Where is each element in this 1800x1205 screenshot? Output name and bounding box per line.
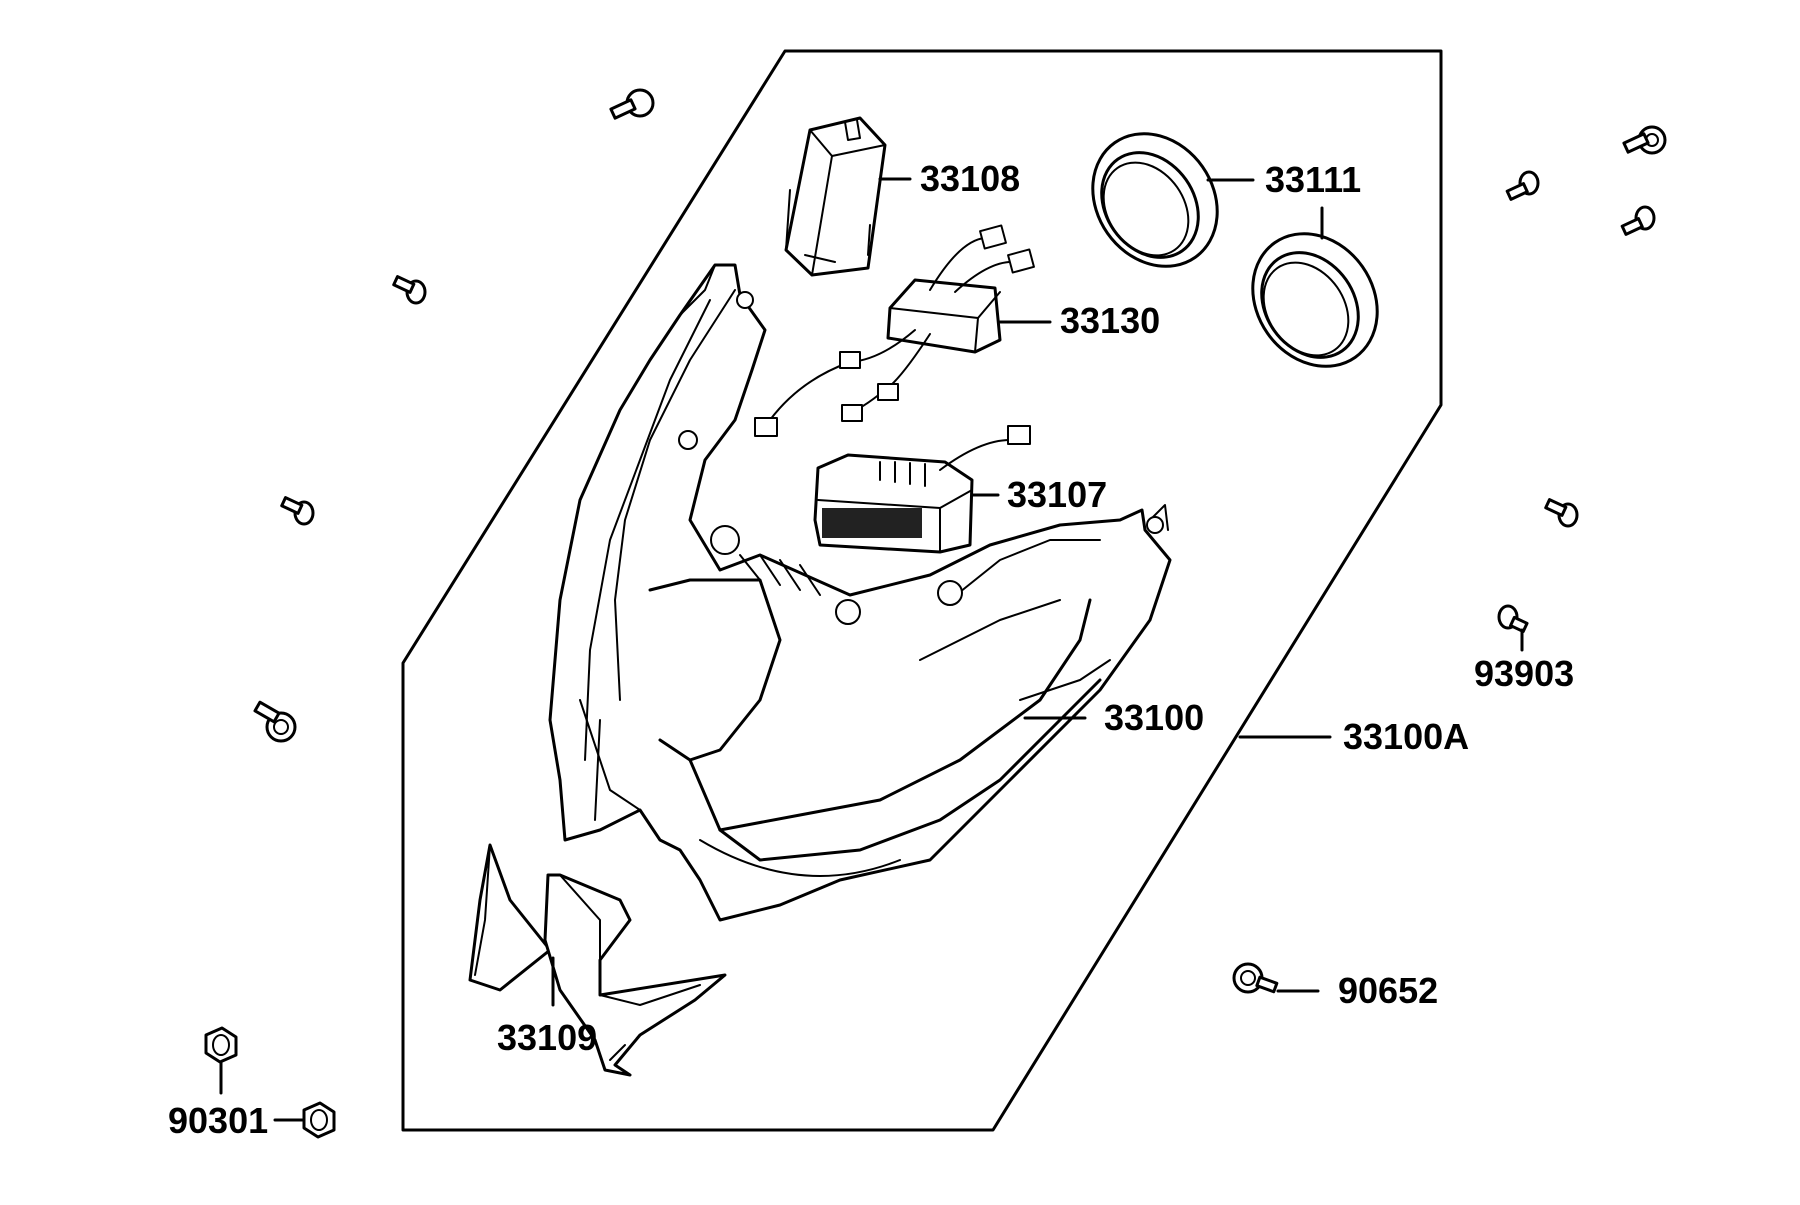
screw-left-2 — [280, 496, 315, 526]
screw-topright-3 — [1620, 205, 1656, 236]
label-33100: 33100 — [1104, 697, 1204, 738]
screw-topright-2 — [1505, 170, 1540, 201]
label-33109: 33109 — [497, 1017, 597, 1058]
label-33111: 33111 — [1265, 159, 1361, 200]
screw-right-4 — [1544, 498, 1579, 528]
label-90652: 90652 — [1338, 970, 1438, 1011]
screw-topleft — [609, 88, 655, 120]
screw-90652 — [1232, 962, 1279, 994]
bolt-left-3 — [253, 700, 297, 743]
label-33100A: 33100A — [1343, 716, 1469, 757]
part-33107-control-unit — [813, 425, 1031, 554]
label-33130: 33130 — [1060, 300, 1160, 341]
label-90301: 90301 — [168, 1100, 268, 1141]
part-33108-cover — [784, 116, 887, 277]
nut-90301-1 — [204, 1026, 238, 1064]
nut-90301-2 — [302, 1101, 336, 1139]
part-33100-headlight-housing — [548, 263, 1172, 922]
label-93903: 93903 — [1474, 653, 1574, 694]
screw-93903 — [1497, 604, 1529, 633]
label-33108: 33108 — [920, 158, 1020, 199]
screw-left-1 — [392, 275, 427, 305]
part-33130-wiring-module — [754, 224, 1035, 437]
part-33109-side-trim — [468, 843, 727, 1077]
part-33111-lens-ring-1 — [1091, 132, 1219, 268]
label-33107: 33107 — [1007, 474, 1107, 515]
assembly-outline — [401, 49, 1443, 1132]
part-33111-lens-ring-2 — [1251, 232, 1379, 368]
bolt-topright-1 — [1622, 125, 1667, 155]
